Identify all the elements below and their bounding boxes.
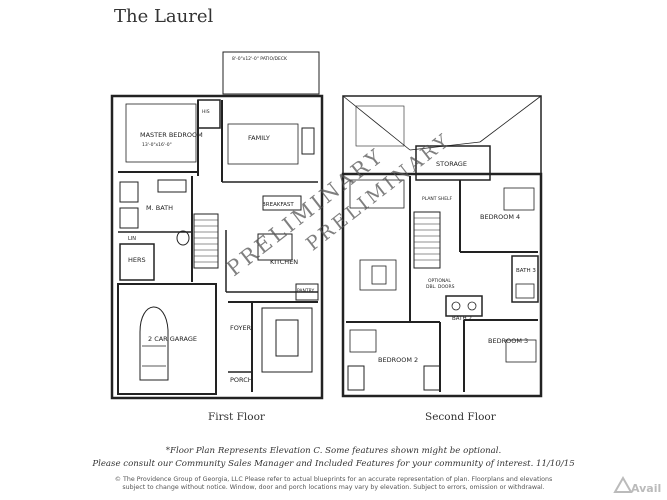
second-floor-outline [341,172,543,398]
second-floor-label: Second Floor [425,411,496,423]
footnote-line-3: © The Providence Group of Georgia, LLC P… [114,476,553,483]
label-foyer: FOYER [230,324,252,332]
label-porch: PORCH [230,376,253,384]
label-bedroom-4: BEDROOM 4 [480,213,520,221]
label-pantry: PANTRY [297,288,314,294]
label-hers: HERS [128,256,146,264]
label-kitchen: KITCHEN [270,258,298,266]
footnote-line-2: Please consult our Community Sales Manag… [92,459,575,469]
label-master-bedroom: MASTER BEDROOM [140,131,203,139]
label-family: FAMILY [248,134,270,142]
footnote-line-1: *Floor Plan Represents Elevation C. Some… [165,446,502,456]
garage-outline [117,283,217,395]
label-storage: STORAGE [436,160,467,168]
label-garage: 2 CAR GARAGE [148,335,197,343]
patio-outline [222,51,320,95]
label-patio: 8'-0"x12'-0" PATIO/DECK [232,56,288,62]
footnote-line-4: subject to change without notice. Window… [122,484,545,491]
avail-logo-text: Avail [631,482,661,495]
label-lin: LIN [128,236,136,242]
label-his: HIS [202,109,210,115]
label-master-dims: 13'-0"x16'-0" [142,142,172,148]
label-dbl-doors: DBL. DOORS [426,284,455,290]
label-plant-shelf: PLANT SHELF [422,196,453,202]
first-floor-label: First Floor [208,411,265,423]
label-bath-2: BATH 2 [452,316,472,322]
label-bath-3: BATH 3 [516,268,536,274]
label-optional: OPTIONAL [428,278,451,284]
label-m-bath: M. BATH [146,204,173,212]
label-bedroom-3: BEDROOM 3 [488,337,528,345]
label-breakfast: BREAKFAST [262,202,294,208]
label-bedroom-2: BEDROOM 2 [378,356,418,364]
first-floor-outline [110,94,324,400]
plan-title: The Laurel [114,6,214,27]
avail-logo: Avail [613,475,661,495]
